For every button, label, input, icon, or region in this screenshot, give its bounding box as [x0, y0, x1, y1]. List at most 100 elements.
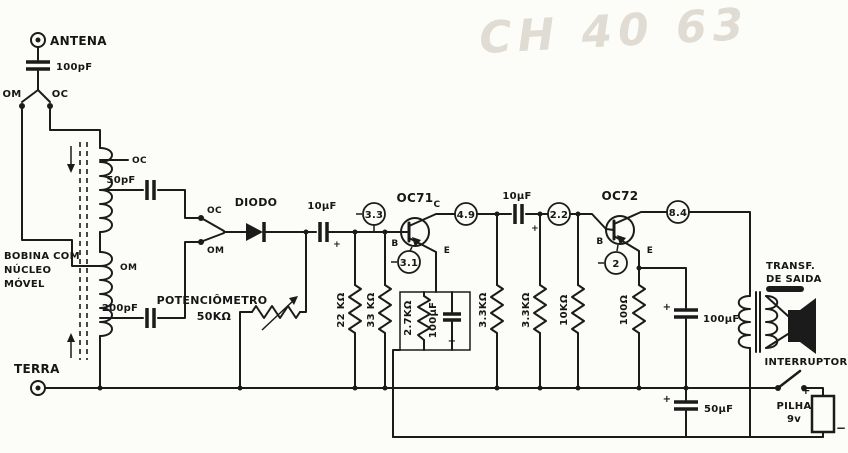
resistor-load-label: 3.3KΩ	[478, 292, 489, 328]
testpoint-4.9: 4.9	[457, 210, 476, 221]
volume-pot: POTENCIÔMETRO 50KΩ	[157, 229, 309, 391]
diode-icon	[246, 223, 263, 241]
output-transformer: TRANSF. DE SAIDA	[737, 261, 822, 438]
oc72-pin-b: B	[596, 237, 603, 247]
battery-voltage: 9v	[787, 414, 801, 425]
emitter-network-oc71: 2.7KΩ 100μF +	[392, 291, 471, 438]
testpoint-2.2: 2.2	[550, 210, 569, 221]
testpoint-8.4: 8.4	[669, 208, 688, 219]
antenna-label: ANTENA	[50, 34, 107, 48]
cap-50uf-plus: +	[663, 394, 672, 405]
resistor-10k-label: 10KΩ	[559, 294, 570, 326]
testpoint-collector-oc71: 4.9	[454, 202, 478, 226]
switch-label: INTERRUPTOR	[765, 357, 848, 368]
cap-10uf-1-plus: +	[333, 240, 341, 250]
transformer-primary	[737, 295, 751, 349]
resistor-3.3k-2: 3.3KΩ	[521, 211, 547, 391]
resistor-22k-label: 22 KΩ	[336, 292, 347, 327]
cap-50uf: + 50μF	[663, 387, 733, 438]
transformer-secondary	[765, 295, 779, 349]
resistor-33k-label: 33 KΩ	[366, 292, 377, 327]
cap-100uf-2-label: 100μF	[703, 314, 740, 325]
testpoint-3.3: 3.3	[365, 210, 384, 221]
resistor-22k: 22 KΩ	[336, 229, 362, 391]
antenna-terminal: ANTENA	[30, 32, 107, 61]
pot-label-1: POTENCIÔMETRO	[157, 294, 268, 307]
pot-wiper-arrow-icon	[289, 296, 298, 305]
cap-200pf: 200pF	[99, 241, 199, 328]
battery-plus: +	[801, 384, 811, 397]
resistor-100ohm-label: 100Ω	[619, 295, 630, 326]
testpoint-collector-oc72: 8.4	[666, 200, 690, 224]
transistor-oc72: OC72 B E	[596, 189, 668, 269]
diode-label: DIODO	[235, 196, 278, 209]
resistor-100ohm: 100Ω	[619, 265, 646, 391]
watermark-text: CH 40 63	[478, 0, 751, 64]
oc71-pin-c: C	[434, 200, 441, 210]
band-oc-label: OC	[52, 89, 68, 100]
pot-resistor	[251, 305, 301, 319]
wire-collector-oc72	[688, 211, 751, 297]
oc72-emitter-arrow-icon	[617, 235, 626, 245]
band-switch-top: OM OC	[2, 70, 101, 267]
transformer-label-1: TRANSF.	[766, 261, 815, 272]
junction-dots	[97, 385, 103, 391]
cap-50pf: 50pF	[99, 175, 199, 219]
power-switch: INTERRUPTOR	[765, 357, 848, 397]
oc71-label: OC71	[397, 191, 434, 205]
oc72-label: OC72	[602, 189, 639, 203]
core-arrow-up-icon	[67, 333, 75, 342]
resistor-2.7k-label: 2.7KΩ	[403, 300, 414, 336]
oc72-pin-e: E	[647, 246, 653, 256]
band-switch-detector: OC OM	[198, 206, 247, 256]
cap-10uf-2-plus: +	[531, 224, 539, 234]
coil-caption: BOBINA COM NÚCLEO MÓVEL	[4, 251, 80, 290]
cap-100uf-1	[443, 312, 461, 322]
testpoint-base-oc71: 3.3	[356, 202, 386, 232]
transformer-label-2: DE SAIDA	[766, 274, 822, 285]
testpoint-2: 2	[612, 259, 619, 270]
battery: + − PILHA 9v	[776, 384, 846, 438]
testpoint-emitter-oc71: 3.1	[391, 246, 421, 274]
ink-blot	[766, 286, 804, 292]
cap-100uf-1-plus: +	[448, 336, 457, 347]
oc71-pin-e: E	[444, 246, 450, 256]
coil-caption-line3: MÓVEL	[4, 277, 45, 290]
cap-200pf-label: 200pF	[102, 303, 138, 314]
oc71-emitter-arrow-icon	[412, 237, 421, 247]
coil-tap-om-label: OM	[120, 263, 137, 273]
cap-10uf-1-label: 10μF	[307, 201, 336, 212]
ground-label: TERRA	[14, 362, 60, 376]
antenna-capacitor: 100pF	[26, 60, 92, 73]
resistor-load-3.3k: 3.3KΩ	[478, 211, 504, 391]
resistor-10k: 10KΩ	[559, 211, 585, 391]
cap-10uf-2-label: 10μF	[502, 191, 531, 202]
transformer-core	[755, 291, 761, 353]
band-om-label: OM	[2, 89, 21, 100]
oc71-pin-b: B	[391, 239, 398, 249]
testpoint-3.1: 3.1	[400, 258, 419, 269]
switch-oc-label: OC	[207, 206, 222, 216]
speaker-icon	[788, 298, 816, 354]
coil-caption-line2: NÚCLEO	[4, 263, 51, 276]
resistor-3.3k-2-label: 3.3KΩ	[521, 292, 532, 328]
transistor-oc71: OC71 B C E	[391, 191, 456, 293]
switch-om-label: OM	[207, 246, 224, 256]
cap-10uf-2: 10μF +	[502, 191, 607, 234]
cap-10uf-1: 10μF +	[307, 201, 402, 250]
resistor-33k: 33 KΩ	[366, 229, 392, 391]
cap-50pf-label: 50pF	[106, 175, 135, 186]
coil-caption-line1: BOBINA COM	[4, 251, 80, 262]
pot-label-2: 50KΩ	[197, 310, 232, 323]
diode: DIODO	[235, 196, 317, 242]
cap-100uf-1-label: 100μF	[428, 302, 439, 339]
battery-minus: −	[836, 421, 846, 435]
battery-label: PILHA	[776, 401, 811, 412]
resistor-2.7k	[417, 295, 431, 341]
cap-100uf-2: + 100μF	[638, 267, 740, 391]
ground-terminal: TERRA	[14, 362, 60, 396]
testpoint-emitter-oc72: 2	[598, 244, 628, 275]
testpoint-base-oc72: 2.2	[547, 202, 571, 226]
